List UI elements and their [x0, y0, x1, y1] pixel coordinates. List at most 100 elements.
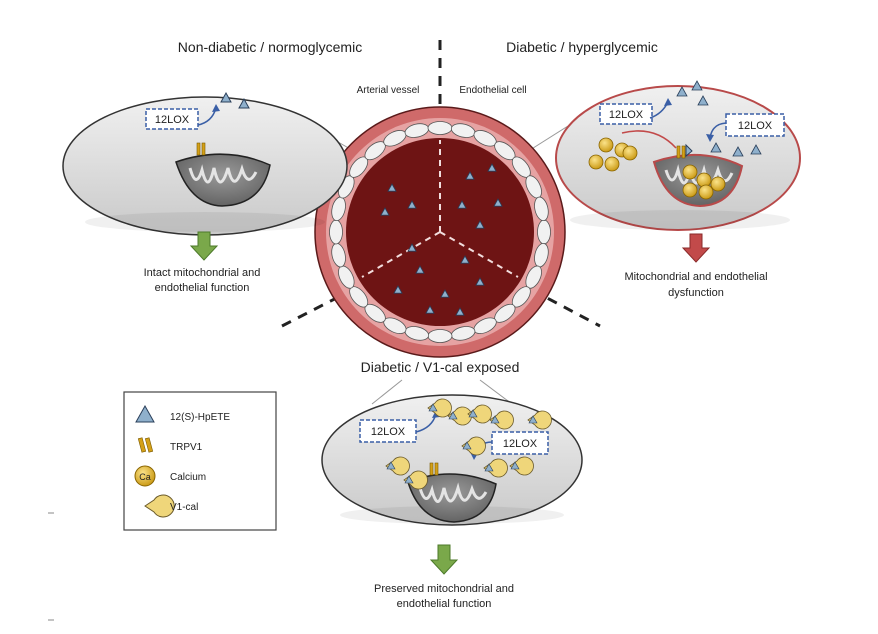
triangle-icon — [490, 415, 500, 424]
v1cal-icon — [427, 398, 452, 418]
lumen-dividers — [361, 140, 519, 278]
triangle-icon — [676, 86, 688, 97]
lumen-hpete-molecules — [380, 163, 503, 316]
legend-label-calcium: Calcium — [170, 472, 206, 483]
triangle-icon — [691, 80, 703, 91]
triangle-icon — [685, 143, 693, 158]
mitochondrion-icon — [407, 473, 497, 523]
panel-title-v1cal: Diabetic / V1-cal exposed — [361, 359, 520, 375]
v1cal-icon — [527, 410, 552, 430]
v1cal-icon — [403, 470, 428, 490]
triangle-icon — [528, 415, 538, 424]
triangle-icon — [428, 403, 438, 412]
svg-text:12LOX: 12LOX — [371, 426, 406, 438]
legend-label-hpete: 12(S)-HpETE — [170, 412, 230, 423]
svg-text:12LOX: 12LOX — [738, 120, 773, 132]
arterial-vessel-label: Arterial vessel — [357, 85, 420, 96]
outcome-arrow-red — [681, 233, 711, 263]
triangle-icon — [710, 142, 722, 153]
triangle-icon — [425, 305, 435, 314]
triangle-icon — [697, 95, 709, 106]
endothelial-cell — [534, 196, 549, 222]
calcium-icon — [598, 137, 614, 153]
arrowhead-icon — [212, 104, 220, 112]
triangle-icon — [393, 285, 403, 294]
triangle-icon — [448, 411, 458, 420]
calcium-icon — [682, 164, 698, 180]
outcome-right-line1: Mitochondrial and endothelial — [624, 271, 767, 283]
calcium-icon — [710, 176, 726, 192]
trpv1-channel-icon — [676, 145, 686, 159]
triangle-icon — [220, 91, 232, 103]
triangle-icon — [493, 198, 503, 207]
outcome-bottom-line2: endothelial function — [397, 598, 492, 610]
v1cal-icon — [385, 456, 410, 476]
v1cal-icon — [489, 410, 514, 430]
calcium-icon — [134, 465, 156, 487]
normoglycemic-cell: 12LOX — [62, 91, 348, 236]
trpv1-channel-icon — [137, 437, 154, 453]
v1cal-icon — [467, 404, 492, 424]
svg-text:12LOX: 12LOX — [609, 109, 644, 121]
endothelial-cell-ring — [329, 121, 551, 343]
calcium-icon — [604, 156, 620, 172]
trpv1-channel-icon — [196, 142, 206, 156]
triangle-icon — [465, 171, 475, 180]
hyperglycemic-cell: 12LOX 12LOX — [555, 80, 801, 231]
triangle-icon — [440, 289, 450, 298]
triangle-icon — [475, 277, 485, 286]
calcium-icon — [698, 184, 714, 200]
triangle-icon — [380, 207, 390, 216]
triangle-icon — [407, 243, 417, 252]
legend-label-trpv1: TRPV1 — [170, 442, 203, 453]
legend: 12(S)-HpETE TRPV1 Ca Calcium V1-cal — [123, 391, 277, 531]
triangle-icon — [455, 307, 465, 316]
v1cal-icon — [461, 436, 486, 456]
triangle-icon — [750, 144, 762, 155]
enzyme-box-12lox: 12LOX — [725, 113, 785, 137]
v1cal-icon — [144, 494, 175, 518]
outcome-left-line1: Intact mitochondrial and — [144, 267, 261, 279]
enzyme-box-12lox: 12LOX — [491, 431, 549, 455]
triangle-icon — [135, 404, 155, 423]
outcome-right-line2: dysfunction — [668, 287, 724, 299]
panel-title-non-diabetic: Non-diabetic / normoglycemic — [178, 39, 362, 55]
divider-lines — [281, 40, 601, 328]
triangle-icon — [462, 441, 472, 450]
hpete-molecules — [676, 80, 762, 157]
v1cal-exposed-cell: 12LOX 12LOX — [321, 394, 583, 526]
panel-title-diabetic: Diabetic / hyperglycemic — [506, 39, 658, 55]
arrow-icon — [621, 130, 677, 149]
calcium-icon — [622, 145, 638, 161]
arrowhead-icon — [664, 98, 672, 106]
arrowhead-icon — [706, 134, 714, 142]
outcome-arrow-green — [429, 544, 459, 575]
enzyme-box-12lox: 12LOX — [145, 108, 199, 130]
calcium-ions — [588, 137, 726, 200]
triangle-icon — [487, 163, 497, 172]
triangle-icon — [387, 183, 397, 192]
triangle-icon — [415, 265, 425, 274]
enzyme-box-12lox: 12LOX — [359, 419, 417, 443]
triangle-icon — [386, 461, 396, 470]
triangle-icon — [457, 200, 467, 209]
outcome-arrow-green — [189, 231, 219, 261]
triangle-icon — [732, 146, 744, 157]
svg-text:12LOX: 12LOX — [503, 438, 538, 450]
endothelial-cell — [537, 219, 551, 245]
triangle-icon — [468, 409, 478, 418]
outcome-left-line2: endothelial function — [155, 282, 250, 294]
outcome-bottom-line1: Preserved mitochondrial and — [374, 583, 514, 595]
triangle-icon — [407, 200, 417, 209]
trpv1-channel-icon — [429, 462, 439, 476]
svg-text:12LOX: 12LOX — [155, 114, 190, 126]
v1cal-icon — [509, 456, 534, 476]
legend-calcium-symbol: Ca — [139, 472, 151, 482]
endothelial-cell — [427, 329, 453, 343]
mitochondrion-icon — [175, 153, 271, 207]
calcium-icon — [682, 182, 698, 198]
triangle-icon — [460, 255, 470, 264]
endothelial-cell — [329, 219, 343, 245]
